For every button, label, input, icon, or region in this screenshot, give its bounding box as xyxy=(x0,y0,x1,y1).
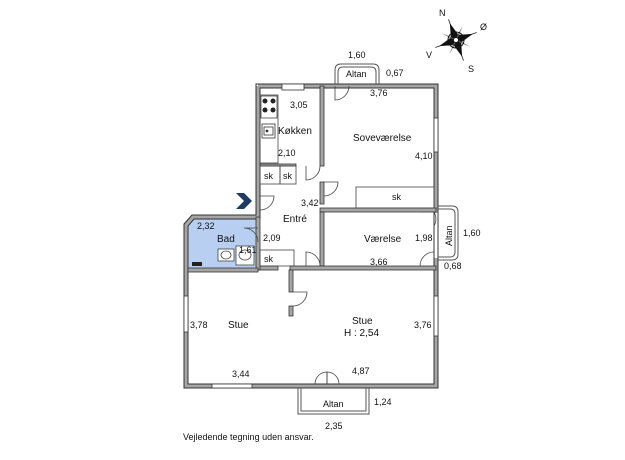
dim-stue-right-width: 4,87 xyxy=(352,366,370,376)
balconies xyxy=(297,63,459,415)
cabinet-label-4: sk xyxy=(264,254,274,264)
dim-bottom-altan-depth: 1,24 xyxy=(374,397,392,407)
dim-bottom-altan-width: 2,35 xyxy=(325,421,343,431)
balcony-label-top: Altan xyxy=(346,69,367,79)
cabinet-label-3: sk xyxy=(392,192,402,202)
compass-south: S xyxy=(468,64,474,74)
dim-entre-depth: 2,09 xyxy=(263,233,281,243)
disclaimer-caption: Vejledende tegning uden ansvar. xyxy=(183,432,314,442)
dim-bad-depth: 1,61 xyxy=(239,245,257,255)
compass-east: Ø xyxy=(480,22,487,32)
cabinet-label-2: sk xyxy=(283,171,293,181)
room-label-vaerelse: Værelse xyxy=(364,234,402,245)
door-swings xyxy=(243,85,437,385)
dim-stue-left-width: 3,44 xyxy=(232,369,250,379)
cabinets xyxy=(259,165,435,267)
room-label-bad: Bad xyxy=(217,234,235,245)
dim-stue-right-depth: 3,76 xyxy=(414,320,432,330)
dim-bedroom-depth: 4,10 xyxy=(415,151,433,161)
compass-west: V xyxy=(426,50,432,60)
room-label-sovevaerelse: Soveværelse xyxy=(353,133,412,144)
dim-right-altan-width: 1,60 xyxy=(463,228,481,238)
dim-kitchen-depth: 2,10 xyxy=(278,148,296,158)
radiator-icon xyxy=(192,262,202,266)
dim-top-altan-width: 1,60 xyxy=(348,50,366,60)
sink-icon xyxy=(261,123,276,139)
room-label-entre: Entré xyxy=(283,214,307,225)
dim-entre-width: 3,42 xyxy=(301,198,319,208)
room-label-kokken: Køkken xyxy=(278,126,312,137)
dim-right-altan-depth: 0,68 xyxy=(444,261,462,271)
dim-kitchen-width: 3,05 xyxy=(290,100,308,110)
dim-kitchen-top: 3,76 xyxy=(370,88,388,98)
balcony-label-right: Altan xyxy=(444,225,454,246)
room-label-stue-left: Stue xyxy=(228,320,249,331)
dim-bad-width: 2,32 xyxy=(197,221,215,231)
balcony-label-bottom: Altan xyxy=(323,399,344,409)
room-height-stue: H : 2,54 xyxy=(344,328,379,339)
compass-north: N xyxy=(439,8,446,18)
dim-top-altan-depth: 0,67 xyxy=(386,68,404,78)
entrance-marker xyxy=(236,193,252,209)
room-label-stue-right: Stue xyxy=(352,316,373,327)
dim-stue-left-depth: 3,78 xyxy=(190,320,208,330)
compass-icon: N Ø S V xyxy=(426,8,487,74)
dim-vaerelse-depth: 1,98 xyxy=(415,233,433,243)
dim-vaerelse-width: 3,66 xyxy=(370,257,388,267)
stove-icon xyxy=(262,98,276,113)
windows xyxy=(183,83,439,389)
cabinet-label-1: sk xyxy=(264,171,274,181)
bath-fixtures xyxy=(217,245,255,266)
